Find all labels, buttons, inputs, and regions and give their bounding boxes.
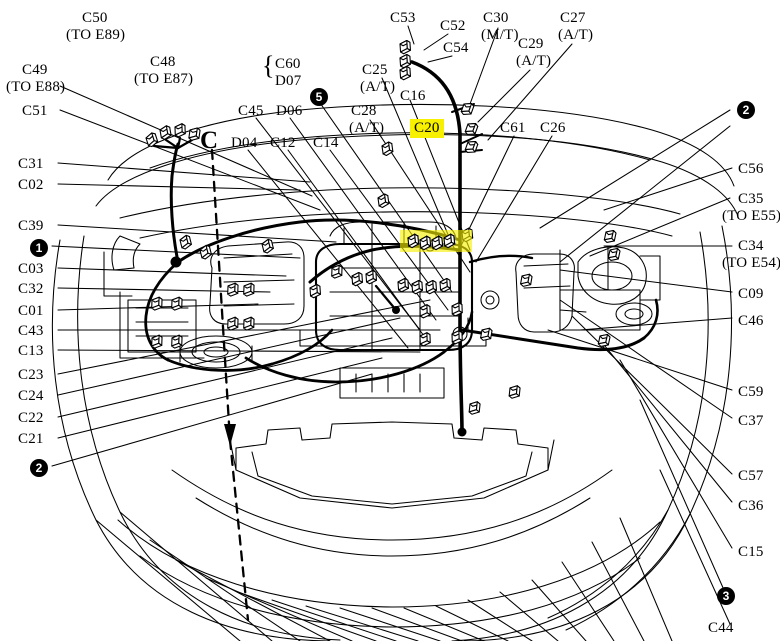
label-c20: C20 [410, 119, 444, 138]
label-c28-ref: (A/T) [349, 120, 385, 136]
marker-2-left: 2 [30, 459, 48, 477]
label-c26: C26 [540, 120, 566, 136]
label-c44: C44 [708, 620, 734, 636]
label-c31: C31 [18, 156, 44, 172]
label-c61: C61 [500, 120, 526, 136]
label-c53: C53 [390, 10, 416, 26]
label-c43: C43 [18, 323, 44, 339]
label-c34: C34 [738, 238, 764, 254]
label-c36: C36 [738, 498, 764, 514]
label-c30: C30 [483, 10, 509, 26]
marker-5: 5 [310, 88, 328, 106]
label-c21: C21 [18, 431, 44, 447]
label-c13: C13 [18, 343, 44, 359]
label-c45: C45 [238, 103, 264, 119]
marker-3: 3 [717, 587, 735, 605]
marker-2-right: 2 [737, 101, 755, 119]
label-c30-ref: (M/T) [481, 27, 519, 43]
label-c51: C51 [22, 103, 48, 119]
label-d06: D06 [276, 103, 303, 119]
label-c60: C60 [275, 56, 301, 72]
label-c23: C23 [18, 367, 44, 383]
label-c49-ref: (TO E88) [6, 79, 66, 95]
label-c48: C48 [150, 54, 176, 70]
label-c27-ref: (A/T) [558, 27, 594, 43]
label-c49: C49 [22, 62, 48, 78]
label-c25-ref: (A/T) [360, 79, 396, 95]
label-c32: C32 [18, 281, 44, 297]
label-c12: C12 [270, 135, 296, 151]
label-c27: C27 [560, 10, 586, 26]
label-c35-ref: (TO E55) [722, 208, 780, 224]
label-c57: C57 [738, 468, 764, 484]
label-c39: C39 [18, 218, 44, 234]
label-c03: C03 [18, 261, 44, 277]
label-c14: C14 [313, 135, 339, 151]
label-c15: C15 [738, 544, 764, 560]
label-c02: C02 [18, 177, 44, 193]
label-c16: C16 [400, 88, 426, 104]
marker-1: 1 [30, 239, 48, 257]
label-c52: C52 [440, 18, 466, 34]
label-c37: C37 [738, 413, 764, 429]
label-c25: C25 [362, 62, 388, 78]
label-c50-ref: (TO E89) [66, 27, 126, 43]
label-d04: D04 [231, 135, 258, 151]
label-c50: C50 [82, 10, 108, 26]
label-c34-ref: (TO E54) [722, 255, 780, 271]
label-c54: C54 [443, 40, 469, 56]
label-c59: C59 [738, 384, 764, 400]
label-c22: C22 [18, 410, 44, 426]
label-c29: C29 [518, 36, 544, 52]
label-c09: C09 [738, 286, 764, 302]
label-c28: C28 [351, 103, 377, 119]
label-d07: D07 [275, 73, 302, 89]
label-c48-ref: (TO E87) [134, 71, 194, 87]
label-c46: C46 [738, 313, 764, 329]
section-letter-c: C [200, 127, 219, 154]
label-c29-ref: (A/T) [516, 53, 552, 69]
label-c01: C01 [18, 303, 44, 319]
label-c24: C24 [18, 388, 44, 404]
label-c56: C56 [738, 161, 764, 177]
brace-c60-d07: { [262, 51, 275, 80]
label-c35: C35 [738, 191, 764, 207]
